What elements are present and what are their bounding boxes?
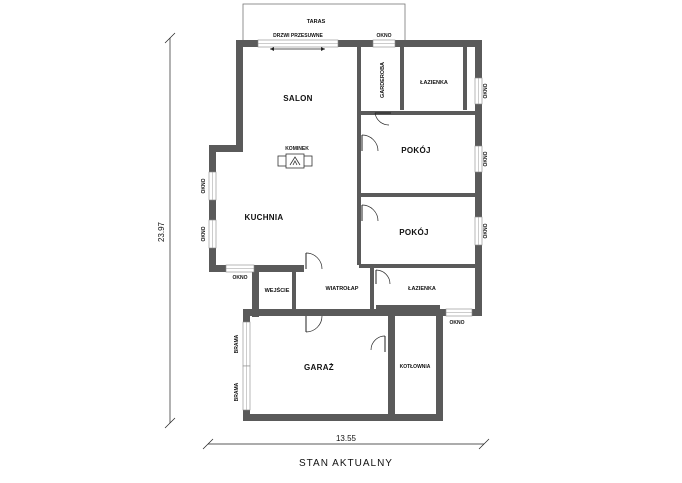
window-right-2-label: OKNO [483, 151, 489, 166]
window-bottom-right-label: OKNO [450, 320, 465, 326]
sliding-door-arrows [270, 47, 325, 51]
vertical-dimension [164, 32, 176, 429]
window-right-3-label: OKNO [483, 223, 489, 238]
plan-caption: STAN AKTUALNY [299, 458, 393, 469]
garderoba-label: GARDEROBA [380, 62, 386, 98]
width-dimension: 13.55 [336, 434, 357, 443]
kominek-label: KOMINEK [285, 146, 309, 152]
gate-1-label: BRAMA [234, 334, 240, 353]
window-top-label: OKNO [377, 33, 392, 39]
pokoj-1-label: POKÓJ [401, 146, 431, 155]
horizontal-dimension [202, 438, 490, 450]
sliding-door-label: DRZWI PRZESUWNE [273, 33, 323, 39]
wejscie-label: WEJŚCIE [265, 287, 290, 294]
window-right-1-label: OKNO [483, 83, 489, 98]
windows [208, 39, 483, 411]
height-dimension: 23.97 [157, 221, 166, 242]
window-left-1-label: OKNO [201, 178, 207, 193]
pokoj-2-label: POKÓJ [399, 228, 429, 237]
lazienka-top-label: ŁAZIENKA [420, 80, 448, 86]
kuchnia-label: KUCHNIA [245, 213, 284, 222]
kotlownia-label: KOTŁOWNIA [400, 364, 431, 370]
lazienka-mid-label: ŁAZIENKA [408, 286, 436, 292]
doors [305, 112, 391, 352]
terrace [242, 3, 406, 44]
outer-walls [209, 40, 482, 421]
taras-label: TARAS [307, 19, 326, 25]
salon-label: SALON [283, 94, 313, 103]
window-bottom-left-label: OKNO [233, 275, 248, 281]
garaz-label: GARAŻ [304, 363, 334, 372]
gate-2-label: BRAMA [234, 382, 240, 401]
window-left-2-label: OKNO [201, 226, 207, 241]
fireplace [277, 153, 313, 169]
wiatrolap-label: WIATROŁAP [326, 286, 359, 292]
